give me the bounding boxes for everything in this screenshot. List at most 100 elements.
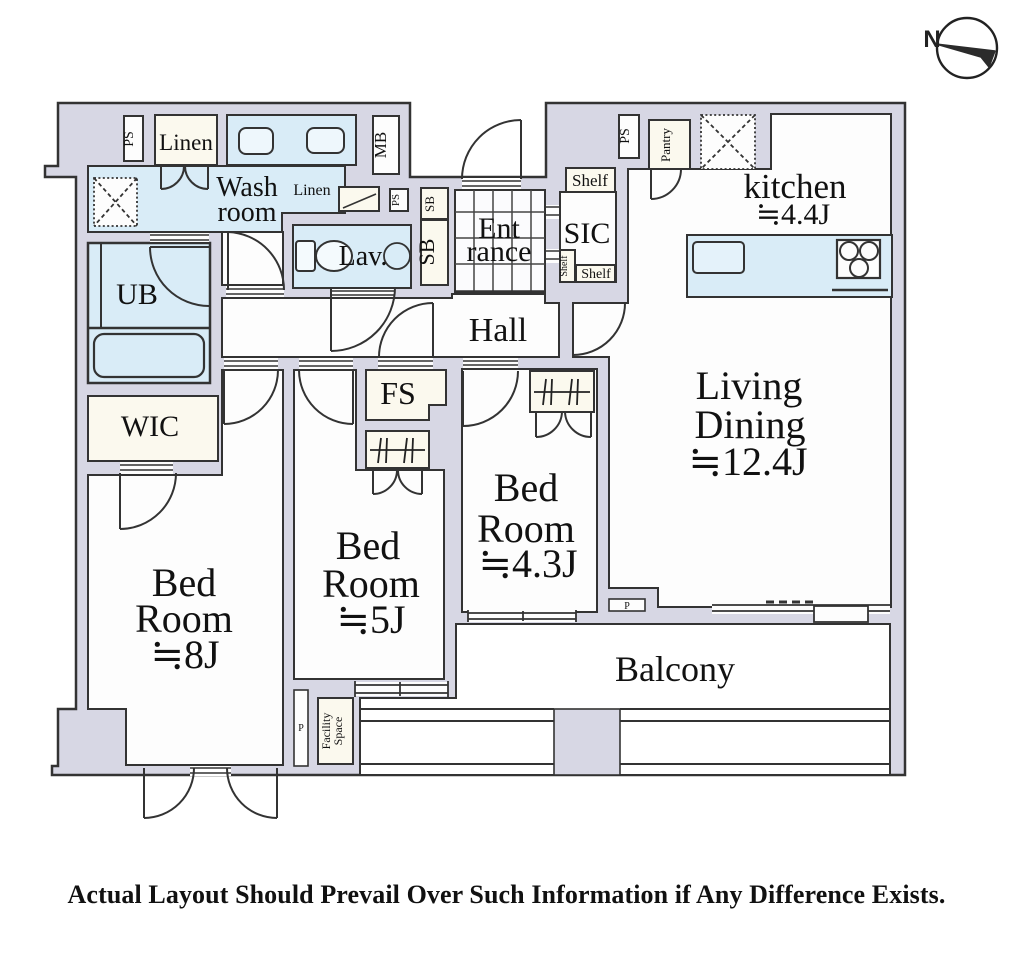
wic-door-icon: [119, 472, 177, 530]
wic-floor: [87, 395, 219, 462]
pantry-label: Pantry: [658, 128, 673, 162]
living-label-2: Dining: [694, 402, 805, 447]
fs-door-icon: [378, 302, 434, 358]
compass-arrow-icon: [935, 43, 996, 68]
facility-space-box: [317, 697, 354, 765]
toilet-icon: [295, 240, 411, 272]
pantry-door-icon: [650, 168, 682, 200]
door-openings: [120, 178, 559, 776]
bedroom-5j-door-icon: [298, 369, 354, 425]
facility-space-label-1: Facility: [319, 713, 333, 750]
ub-door-icon: [149, 246, 210, 307]
sink-1: [238, 127, 274, 155]
ps-box-1: [123, 115, 144, 162]
bedroom-8j-label-2: Room: [135, 596, 233, 641]
ps-label-1: PS: [122, 131, 137, 147]
sb-box-tall: [420, 219, 449, 286]
bedroom-43j-label-2: Room: [477, 506, 575, 551]
bedroom-8j-floor: [87, 369, 284, 766]
ps-label-3: PS: [618, 128, 633, 144]
pantry-box: [648, 119, 691, 170]
ps-box-3: [618, 114, 640, 159]
kitchen-label: kitchen: [743, 167, 846, 206]
doors: [119, 119, 682, 819]
living-window-panel: [813, 605, 869, 623]
closet-43j-doors-icon: [535, 411, 592, 438]
bedroom-8j-label-1: Bed: [152, 560, 216, 605]
closet-boxes: [123, 114, 691, 776]
p-box-left: [293, 689, 309, 767]
compass: N: [923, 16, 999, 80]
hall-floor: [221, 293, 560, 358]
sic-label: SIC: [564, 217, 611, 250]
washroom-label-2: room: [217, 197, 276, 228]
closet-5j-doors-icon: [372, 469, 423, 495]
balcony-railing: [360, 708, 890, 765]
bedroom-5j-floor: [293, 369, 445, 680]
balcony-label: Balcony: [615, 649, 735, 689]
ub-label: UB: [116, 278, 158, 311]
mb-label: MB: [371, 132, 390, 158]
bedroom-43j-label-1: Bed: [494, 465, 558, 510]
sink-2: [306, 127, 345, 154]
bedroom-5j-area-label: ≒5J: [336, 597, 405, 642]
sb-box-small: [420, 187, 449, 220]
wic-label: WIC: [121, 410, 179, 443]
bedroom-43j-area-label: ≒4.3J: [478, 541, 577, 586]
bedroom-43j-door-icon: [462, 370, 519, 427]
entrance-tiles: [454, 189, 546, 295]
linen-closet-doors-icon: [160, 165, 209, 190]
hanger-icons: [370, 378, 590, 464]
front-door-icon: [461, 119, 522, 180]
compass-circle: [935, 16, 999, 80]
unit-bath-interior: [88, 243, 210, 379]
living-label-1: Living: [696, 363, 803, 408]
lav-basin-icon: [383, 242, 411, 270]
p-label-living: P: [624, 601, 630, 612]
living-floor-step: [609, 587, 712, 608]
ps-box-2: [389, 188, 409, 212]
washroom-label-1: Wash: [216, 172, 278, 203]
shelf-label-top: Shelf: [572, 171, 608, 190]
linen-small-label: Linen: [293, 182, 330, 199]
bedroom-5j-label-1: Bed: [336, 523, 400, 568]
compass-n-label: N: [923, 26, 940, 53]
kitchen-area-label: ≒4.4J: [756, 198, 831, 231]
fs-label: FS: [380, 375, 416, 411]
shelf-box-bottom: [575, 264, 616, 283]
bathtub-icon: [92, 332, 206, 379]
washroom-door-icon: [227, 231, 285, 291]
living-door-icon: [572, 302, 626, 356]
linen-box: [154, 114, 218, 166]
lavatory-label: Lav.: [339, 241, 388, 272]
fs-closet: [365, 369, 447, 421]
balcony-french-doors-icon: [143, 767, 278, 819]
shelf-box-top: [565, 167, 616, 193]
x-boxes: [93, 114, 756, 227]
ps-label-2: PS: [390, 194, 402, 206]
balcony-divider-block: [553, 708, 621, 776]
bedroom-8j-door-icon: [223, 369, 279, 425]
mb-box: [372, 115, 400, 175]
shelf-label-bottom: Shelf: [581, 267, 611, 282]
bedroom-8j-area-label: ≒8J: [150, 632, 219, 677]
living-area-label: ≒12.4J: [688, 439, 807, 484]
windows: [354, 600, 890, 697]
entrance-label-2: rance: [467, 235, 532, 268]
p-label-left: P: [298, 723, 304, 734]
hall-label: Hall: [469, 312, 528, 349]
p-box-living: [608, 598, 646, 612]
disclaimer-caption: Actual Layout Should Prevail Over Such I…: [67, 880, 946, 909]
kitchen-counter: [686, 234, 893, 298]
sb-label-small: SB: [422, 196, 437, 212]
bedroom-5j-label-2: Room: [322, 561, 420, 606]
linen-box-label: Linen: [159, 130, 213, 155]
balcony-floor: [359, 623, 891, 776]
sb-label-tall: SB: [414, 239, 439, 266]
lavatory-door-icon: [330, 286, 396, 352]
entrance-label-1: Ent: [478, 212, 520, 245]
shelf-label-narrow: Shelf: [559, 255, 570, 277]
linen-cabinet-door-line: [342, 193, 377, 209]
facility-space-label-2: Space: [331, 717, 345, 746]
